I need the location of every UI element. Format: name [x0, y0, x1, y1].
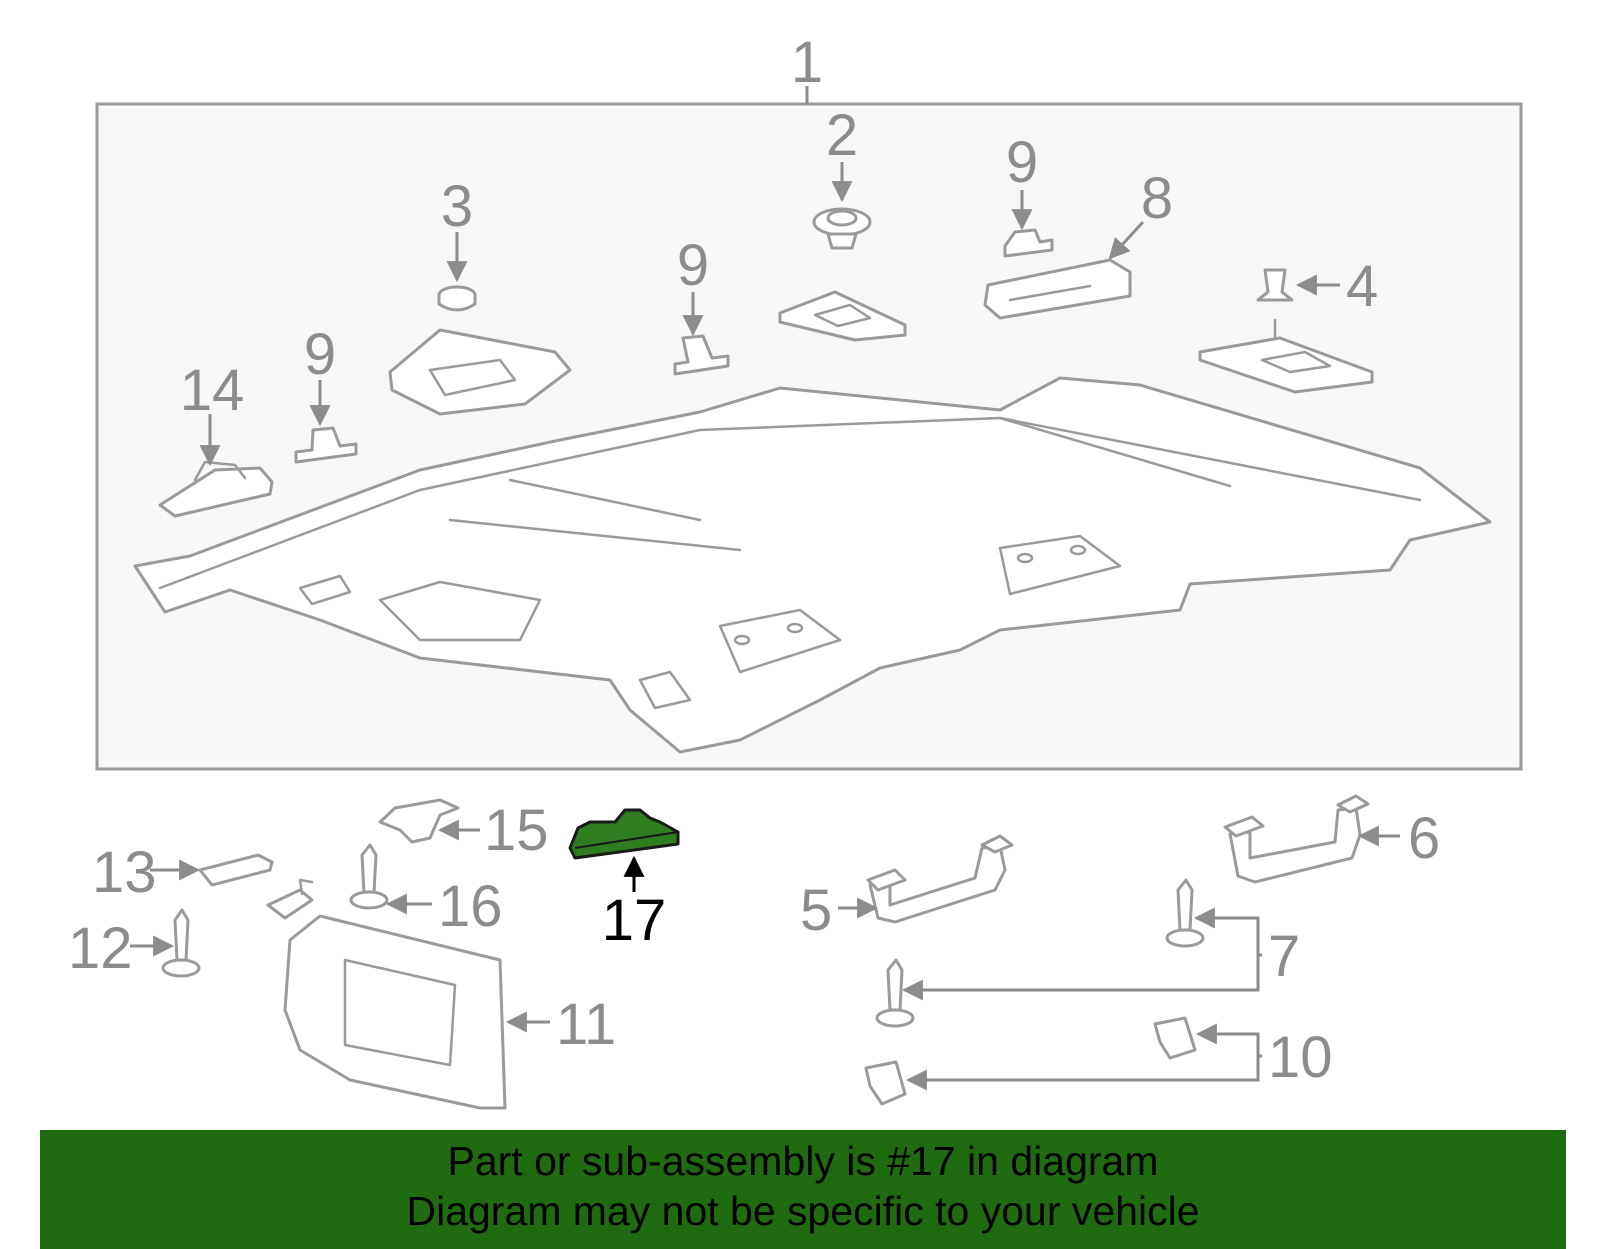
callout-9-center: 9 [677, 233, 709, 298]
cap-10-upper [1153, 1016, 1197, 1060]
screw-7-lower [875, 958, 915, 1028]
headliner-panel [133, 376, 1492, 754]
grab-handle-6 [1223, 794, 1370, 884]
clip-13 [198, 853, 274, 887]
callout-5: 5 [800, 878, 832, 943]
info-banner: Part or sub-assembly is #17 in diagram D… [40, 1130, 1566, 1249]
clip-9-upper [1003, 228, 1054, 258]
callout-12: 12 [68, 916, 133, 981]
banner-line-disclaimer: Diagram may not be specific to your vehi… [406, 1188, 1200, 1234]
sun-visor-11 [266, 878, 507, 1110]
callout-11: 11 [556, 992, 616, 1057]
clip-2 [812, 207, 872, 250]
dome-lamp-3 [388, 328, 572, 416]
bracket-2 [778, 290, 907, 342]
callout-14: 14 [180, 358, 245, 423]
cap-10-lower [864, 1060, 907, 1106]
cap-3 [437, 285, 477, 312]
handle-bracket-8 [983, 258, 1132, 320]
screw-16 [349, 843, 389, 910]
callout-10: 10 [1268, 1025, 1333, 1090]
callout-4: 4 [1346, 254, 1378, 319]
screw-7-upper [1165, 878, 1205, 948]
retainer-4 [1256, 268, 1294, 302]
callout-6: 6 [1408, 806, 1440, 871]
callout-9-upper: 9 [1006, 130, 1038, 195]
callout-1: 1 [791, 30, 823, 95]
callout-17-highlighted: 17 [602, 888, 667, 953]
callout-13: 13 [92, 840, 157, 905]
bracket-4 [1198, 318, 1374, 394]
clip-9-center [673, 334, 730, 376]
screw-12 [161, 908, 201, 978]
banner-line-part-number: Part or sub-assembly is #17 in diagram [447, 1138, 1159, 1184]
part-17-highlighted [568, 808, 680, 860]
callout-8: 8 [1141, 166, 1173, 231]
clip-9-left [294, 426, 358, 464]
grab-handle-5 [866, 834, 1014, 924]
clip-15 [378, 798, 460, 844]
callout-3: 3 [441, 174, 473, 239]
callout-16: 16 [438, 874, 503, 939]
callout-2: 2 [826, 103, 858, 168]
callout-7: 7 [1268, 924, 1300, 989]
callout-15: 15 [484, 798, 549, 863]
callout-9-left: 9 [304, 322, 336, 387]
